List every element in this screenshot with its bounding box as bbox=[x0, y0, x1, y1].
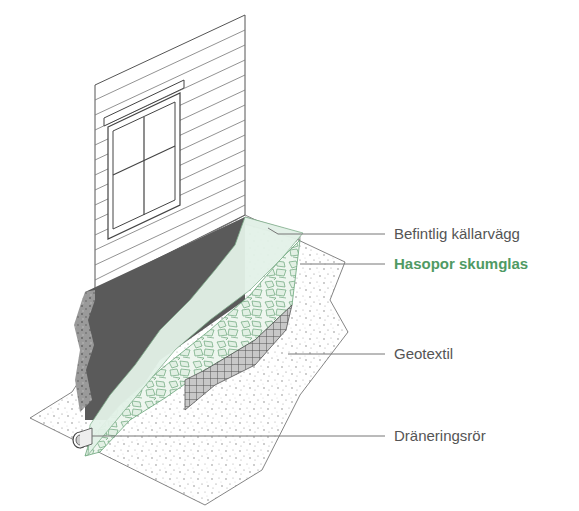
part-label: Hasopor skumglas bbox=[394, 255, 528, 273]
part-label: Dräneringsrör bbox=[394, 427, 486, 445]
part-label: Geotextil bbox=[394, 345, 453, 363]
part-label: Befintlig källarvägg bbox=[394, 225, 520, 243]
